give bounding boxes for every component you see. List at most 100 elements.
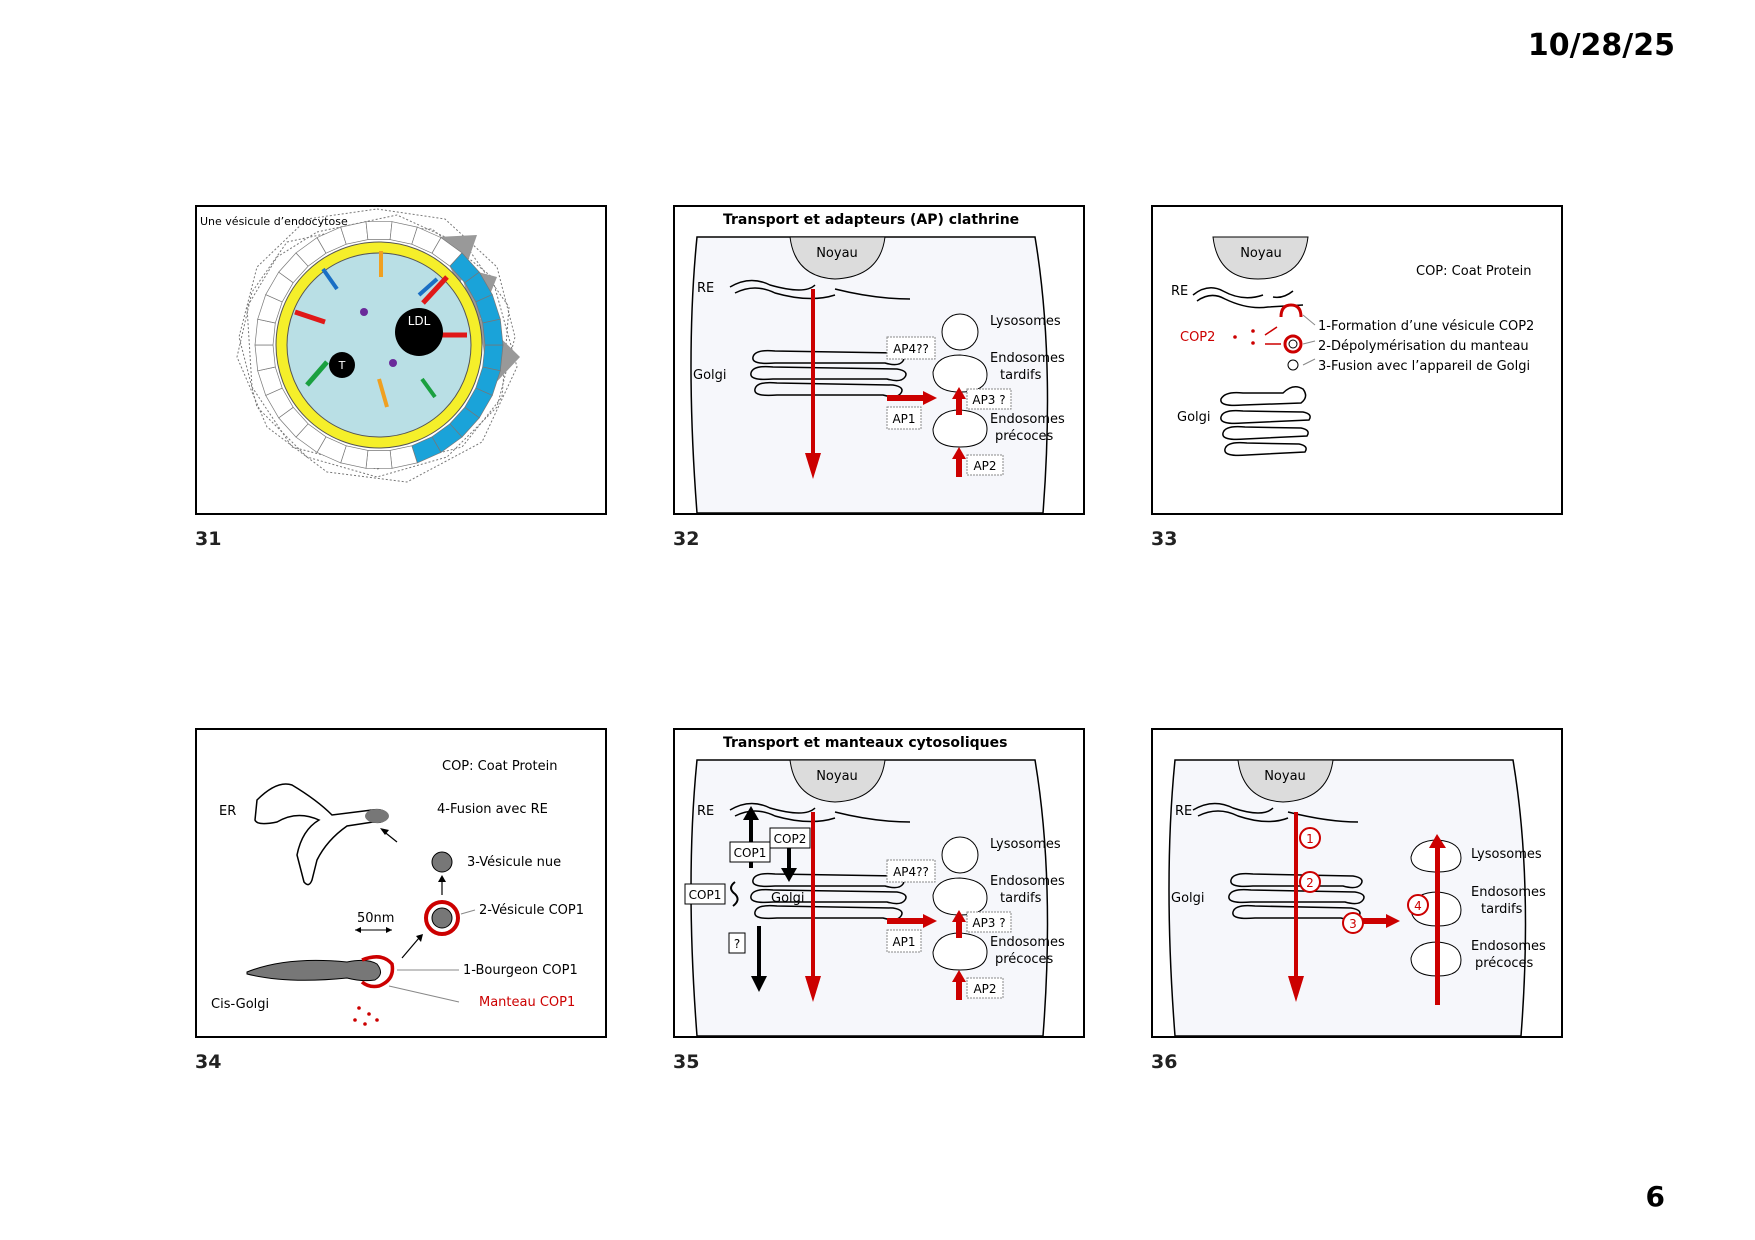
transferrin-particle bbox=[329, 352, 355, 378]
late-endosome bbox=[932, 877, 988, 916]
svg-text:Endosomes: Endosomes bbox=[990, 874, 1065, 889]
svg-text:Endosomes: Endosomes bbox=[1471, 939, 1546, 954]
svg-text:Endosomes: Endosomes bbox=[990, 412, 1065, 427]
nucleus bbox=[789, 236, 886, 280]
cop1-box-upper: COP1 bbox=[734, 846, 767, 860]
t-label: T bbox=[338, 359, 346, 372]
slide-number: 33 bbox=[1151, 528, 1178, 550]
ap4-label: AP4?? bbox=[893, 342, 929, 356]
clathrin-adaptor-diagram: Transport et adapteurs (AP) clathrine Tr… bbox=[675, 207, 1083, 513]
step-3: 3-Fusion avec l’appareil de Golgi bbox=[1318, 359, 1530, 374]
step-4-marker: 4 bbox=[1414, 899, 1422, 913]
re-label: RE bbox=[697, 281, 714, 296]
svg-text:Lysosomes: Lysosomes bbox=[990, 314, 1061, 329]
slide-36: Noyau RE Golgi Lysosomes Endosomes tardi… bbox=[1151, 728, 1563, 1038]
slide-32: Transport et adapteurs (AP) clathrine Tr… bbox=[673, 205, 1085, 515]
svg-text:Transport et adapteurs (AP) cl: Transport et adapteurs (AP) clathrine bbox=[723, 212, 1019, 228]
slide-number: 32 bbox=[673, 528, 700, 550]
cop2-bud bbox=[1279, 303, 1303, 318]
ap1-label: AP1 bbox=[892, 412, 915, 426]
step-3-marker: 3 bbox=[1349, 917, 1357, 931]
re-label: RE bbox=[1171, 284, 1188, 299]
ldl-particle bbox=[395, 308, 443, 356]
er-membrane bbox=[729, 279, 911, 300]
early-endosome bbox=[932, 932, 988, 971]
ap2-label: AP2 bbox=[973, 982, 996, 996]
ap1-label: AP1 bbox=[892, 935, 915, 949]
svg-text:tardifs: tardifs bbox=[1000, 891, 1042, 906]
early-endosome bbox=[932, 409, 988, 448]
step-2-marker: 2 bbox=[1306, 876, 1314, 890]
ldl-label: LDL bbox=[408, 314, 431, 328]
golgi-stack bbox=[750, 349, 907, 398]
step-2: 2-Vésicule COP1 bbox=[479, 903, 584, 918]
svg-text:précoces: précoces bbox=[995, 429, 1054, 444]
coat-segment bbox=[365, 221, 393, 240]
nucleus bbox=[1237, 759, 1334, 803]
coat-segment bbox=[254, 344, 276, 372]
svg-text:précoces: précoces bbox=[995, 952, 1054, 967]
slide-number: 31 bbox=[195, 528, 222, 550]
step-3: 3-Vésicule nue bbox=[467, 855, 561, 870]
ap1-arrow bbox=[887, 395, 925, 401]
slide-34: COP: Coat Protein ER 4-Fusion avec RE 3-… bbox=[195, 728, 607, 1038]
cytosolic-coats-diagram: Transport et manteaux cytosoliques Noyau… bbox=[675, 730, 1083, 1036]
step-4: 4-Fusion avec RE bbox=[437, 802, 548, 817]
cop2-diagram: Noyau COP: Coat Protein RE COP2 1-Format… bbox=[1171, 236, 1534, 457]
svg-text:précoces: précoces bbox=[1475, 956, 1534, 971]
cop1-coat-label: Manteau COP1 bbox=[479, 995, 575, 1010]
svg-text:Endosomes: Endosomes bbox=[1471, 885, 1546, 900]
slide-33: Noyau COP: Coat Protein RE COP2 1-Format… bbox=[1151, 205, 1563, 515]
step-markers: 1 2 3 4 bbox=[1299, 827, 1429, 934]
cop1-cycle-diagram: COP: Coat Protein ER 4-Fusion avec RE 3-… bbox=[211, 759, 584, 1026]
golgi-label: Golgi bbox=[1177, 410, 1211, 425]
golgi-stack bbox=[1220, 386, 1311, 457]
cop2-label: COP2 bbox=[1180, 330, 1215, 345]
coat-segment bbox=[389, 445, 418, 469]
step-1: 1-Bourgeon COP1 bbox=[463, 963, 578, 978]
ap2-label: AP2 bbox=[973, 459, 996, 473]
cop1-bud bbox=[360, 955, 395, 989]
cis-golgi-cisterna bbox=[246, 959, 381, 982]
nucleus-label: Noyau bbox=[1264, 769, 1306, 784]
coat-segments bbox=[254, 221, 504, 469]
er-label: ER bbox=[219, 804, 236, 819]
naked-vesicle bbox=[431, 851, 453, 873]
cop-definition: COP: Coat Protein bbox=[442, 759, 557, 774]
nucleus-label: Noyau bbox=[816, 769, 858, 784]
ap3-label: AP3 ? bbox=[972, 393, 1005, 407]
main-transport-arrow bbox=[811, 289, 815, 457]
slide-title: Transport et manteaux cytosoliques bbox=[723, 735, 1007, 751]
svg-text:Endosomes: Endosomes bbox=[990, 351, 1065, 366]
pathway-steps-diagram: Noyau RE Golgi Lysosomes Endosomes tardi… bbox=[1153, 730, 1561, 1036]
coat-segment bbox=[482, 318, 504, 346]
nucleus-label: Noyau bbox=[816, 246, 858, 261]
golgi-stack bbox=[750, 872, 907, 921]
date: 10/28/25 bbox=[1527, 28, 1675, 63]
slide-31: Une vésicule d’endocytose LDL T bbox=[195, 205, 607, 515]
slide-number: 34 bbox=[195, 1051, 222, 1073]
unknown-box: ? bbox=[734, 937, 740, 951]
coat-segment bbox=[482, 344, 504, 372]
nucleus bbox=[789, 759, 886, 803]
step-2: 2-Dépolymérisation du manteau bbox=[1318, 339, 1529, 354]
svg-text:tardifs: tardifs bbox=[1481, 902, 1523, 917]
re-label: RE bbox=[697, 804, 714, 819]
page-number: 6 bbox=[1645, 1180, 1665, 1213]
late-endosome bbox=[932, 354, 988, 393]
cop-definition: COP: Coat Protein bbox=[1416, 264, 1531, 279]
er-shape bbox=[254, 783, 388, 886]
golgi-label: Golgi bbox=[693, 368, 727, 383]
svg-text:Lysosomes: Lysosomes bbox=[990, 837, 1061, 852]
ap3-label: AP3 ? bbox=[972, 916, 1005, 930]
svg-text:tardifs: tardifs bbox=[1000, 368, 1042, 383]
step-1: 1-Formation d’une vésicule COP2 bbox=[1318, 319, 1534, 334]
nucleus-label: Noyau bbox=[1240, 246, 1282, 261]
main-transport-arrow bbox=[1294, 812, 1298, 980]
slide-title: Une vésicule d’endocytose bbox=[200, 215, 348, 228]
coat-segment bbox=[365, 450, 393, 469]
receptor bbox=[321, 267, 339, 291]
coat-segment bbox=[254, 318, 276, 346]
svg-text:Lysosomes: Lysosomes bbox=[1471, 847, 1542, 862]
main-transport-arrow bbox=[811, 812, 815, 980]
